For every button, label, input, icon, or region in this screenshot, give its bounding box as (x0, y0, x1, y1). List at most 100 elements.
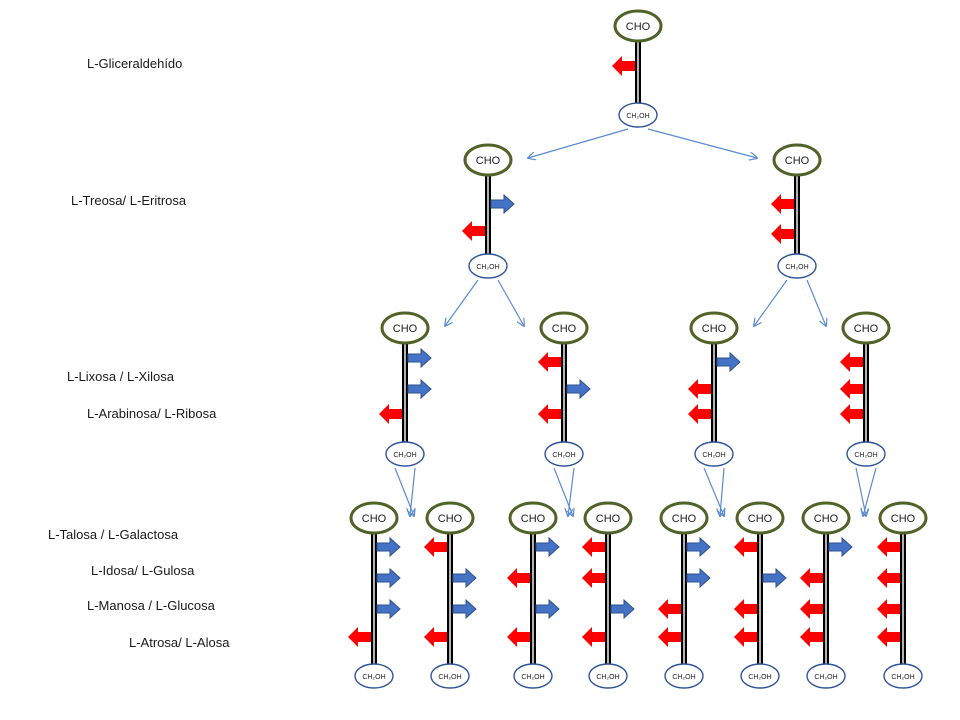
ch2oh-label: CH₂OH (672, 674, 695, 681)
left-arrow-icon (507, 568, 530, 588)
cho-label: CHO (626, 21, 651, 33)
left-arrow-icon (507, 627, 530, 647)
connector-gliceraldehido-treosa (528, 128, 629, 158)
left-arrow-icon (734, 627, 757, 647)
right-arrow-icon (407, 347, 432, 369)
right-arrow-icon (535, 536, 560, 558)
ch2oh-label: CH₂OH (476, 264, 499, 271)
label-gliceraldehido: L-Gliceraldehído (87, 56, 183, 71)
cho-node (841, 311, 891, 345)
cho-label: CHO (748, 513, 773, 525)
cho-node (659, 501, 709, 535)
left-arrow-icon (800, 627, 823, 647)
ch2oh-node (544, 441, 584, 467)
label-atrosa-alosa: L-Atrosa/ L-Alosa (129, 635, 230, 650)
ch2oh-label: CH₂OH (362, 674, 385, 681)
label-idosa-gulosa: L-Idosa/ L-Gulosa (91, 563, 195, 578)
ch2oh-label: CH₂OH (748, 674, 771, 681)
left-arrow-icon (658, 627, 681, 647)
connector-gliceraldehido-eritrosa (647, 128, 757, 158)
cho-label: CHO (702, 323, 727, 335)
cho-node (878, 501, 928, 535)
ch2oh-label: CH₂OH (521, 674, 544, 681)
connector-treosa-lixosa (445, 279, 479, 326)
connector-eritrosa-arabinosa (754, 279, 788, 326)
right-arrow-icon (762, 567, 787, 589)
left-arrow-icon (771, 194, 794, 214)
molecule-treosa: CHO CH₂OH (462, 143, 515, 279)
connector-xilosa-gulosa (568, 467, 575, 516)
left-arrow-icon (688, 404, 711, 424)
right-arrow-icon (686, 536, 711, 558)
left-arrow-icon (877, 627, 900, 647)
ch2oh-label: CH₂OH (626, 113, 649, 120)
ch2oh-node (806, 663, 846, 689)
ch2oh-node (430, 663, 470, 689)
ch2oh-node (468, 253, 508, 279)
left-arrow-icon (840, 379, 863, 399)
molecule-arabinosa: CHO CH₂OH (688, 311, 741, 467)
left-arrow-icon (840, 404, 863, 424)
cho-label: CHO (552, 323, 577, 335)
ch2oh-node (846, 441, 886, 467)
right-arrow-icon (716, 351, 741, 373)
right-arrow-icon (686, 567, 711, 589)
cho-label: CHO (362, 513, 387, 525)
right-arrow-icon (452, 567, 477, 589)
cho-node (539, 311, 589, 345)
cho-label: CHO (476, 155, 501, 167)
right-arrow-icon (535, 598, 560, 620)
ch2oh-label: CH₂OH (814, 674, 837, 681)
ch2oh-label: CH₂OH (596, 674, 619, 681)
left-arrow-icon (612, 56, 635, 76)
molecule-gliceraldehido: CHO CH₂OH (612, 9, 663, 128)
left-arrow-icon (658, 599, 681, 619)
ch2oh-label: CH₂OH (891, 674, 914, 681)
left-arrow-icon (688, 379, 711, 399)
ch2oh-node (664, 663, 704, 689)
connector-arabinosa-glucosa (720, 467, 724, 516)
molecule-alosa: CHO CH₂OH (877, 501, 928, 689)
right-arrow-icon (490, 193, 515, 215)
label-manosa-glucosa: L-Manosa / L-Glucosa (87, 598, 215, 613)
ch2oh-node (354, 663, 394, 689)
cho-node (463, 143, 513, 177)
ch2oh-node (385, 441, 425, 467)
left-arrow-icon (771, 224, 794, 244)
left-arrow-icon (538, 404, 561, 424)
cho-node (801, 501, 851, 535)
left-arrow-icon (800, 599, 823, 619)
cho-label: CHO (891, 513, 916, 525)
cho-label: CHO (785, 155, 810, 167)
cho-label: CHO (393, 323, 418, 335)
left-arrow-icon (877, 568, 900, 588)
left-arrow-icon (877, 537, 900, 557)
cho-node (425, 501, 475, 535)
cho-label: CHO (521, 513, 546, 525)
right-arrow-icon (828, 536, 853, 558)
left-arrow-icon (582, 627, 605, 647)
right-arrow-icon (376, 536, 401, 558)
left-arrow-icon (424, 537, 447, 557)
right-arrow-icon (407, 378, 432, 400)
cho-node (772, 143, 822, 177)
ch2oh-node (740, 663, 780, 689)
cho-node (508, 501, 558, 535)
cho-node (583, 501, 633, 535)
left-arrow-icon (840, 352, 863, 372)
label-arabinosa-ribosa: L-Arabinosa/ L-Ribosa (87, 406, 217, 421)
ch2oh-label: CH₂OH (702, 452, 725, 459)
cho-label: CHO (814, 513, 839, 525)
left-arrow-icon (800, 568, 823, 588)
cho-node (349, 501, 399, 535)
right-arrow-icon (452, 598, 477, 620)
cho-node (735, 501, 785, 535)
ch2oh-label: CH₂OH (785, 264, 808, 271)
ch2oh-label: CH₂OH (854, 452, 877, 459)
connector-treosa-xilosa (497, 279, 524, 326)
left-arrow-icon (538, 352, 561, 372)
